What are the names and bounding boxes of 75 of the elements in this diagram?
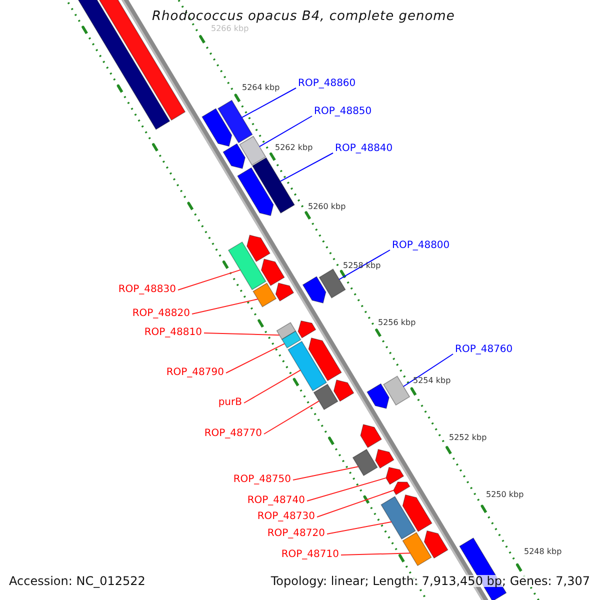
leader-line — [242, 88, 296, 118]
pointed-gene-block — [222, 143, 246, 169]
leader-line — [338, 250, 390, 280]
pointed-gene-block — [402, 494, 432, 532]
gene-block — [313, 384, 338, 410]
leader-line — [280, 152, 334, 182]
gene-block — [352, 448, 378, 476]
gene-block — [252, 157, 295, 214]
gene-block — [383, 376, 410, 406]
gene-block — [252, 282, 277, 308]
pointed-gene-block — [333, 380, 354, 402]
gene-label: ROP_48820 — [132, 309, 190, 319]
leader-line — [259, 116, 312, 148]
tick-label: 5248 kbp — [524, 548, 562, 556]
leader-line — [402, 354, 454, 388]
leader-line — [178, 269, 241, 290]
gene-block — [228, 241, 266, 290]
leader-line — [192, 298, 258, 314]
gene-label: ROP_48750 — [233, 475, 291, 485]
gene-label: ROP_48790 — [166, 368, 224, 378]
gene-label: ROP_48810 — [144, 328, 202, 338]
gene-block — [281, 330, 302, 348]
tick-label: 5262 kbp — [275, 144, 313, 152]
gene-label: ROP_48720 — [267, 529, 325, 539]
gene-label: ROP_48710 — [281, 550, 339, 560]
leader-line — [264, 400, 320, 434]
pointed-gene-block — [308, 338, 342, 382]
accession-text: Accession: NC_012522 — [9, 575, 146, 587]
gene-label: ROP_48840 — [335, 144, 393, 154]
pointed-gene-block — [424, 530, 448, 559]
pointed-gene-block — [360, 424, 382, 448]
leader-line — [292, 466, 359, 480]
tick-label: 5264 kbp — [242, 84, 280, 92]
tick-label: 5256 kbp — [378, 319, 416, 327]
gene-block — [276, 322, 296, 340]
leader-line — [326, 521, 392, 534]
pointed-gene-block — [298, 320, 316, 338]
gene-label: ROP_48830 — [118, 285, 176, 295]
pointed-gene-block — [237, 167, 274, 216]
leader-line — [316, 490, 394, 518]
gene-label: ROP_48800 — [392, 241, 450, 251]
gene-label: purB — [218, 398, 242, 408]
gene-label: ROP_48850 — [314, 107, 372, 117]
pointed-gene-block — [375, 448, 394, 469]
gene-label: ROP_48760 — [455, 345, 513, 355]
title: Rhodococcus opacus B4, complete genome — [152, 10, 455, 23]
tick-label: 5250 kbp — [486, 491, 524, 499]
gene-label: ROP_48770 — [204, 429, 262, 439]
leader-line — [204, 332, 280, 336]
pointed-gene-block — [202, 108, 232, 147]
pointed-gene-block — [302, 276, 326, 304]
gene-block — [218, 100, 253, 144]
tick-label: 5252 kbp — [449, 434, 487, 442]
gene-label: ROP_48740 — [247, 496, 305, 506]
pointed-gene-block — [260, 258, 285, 286]
tick-label: 5260 kbp — [308, 203, 346, 211]
leader-line — [244, 370, 301, 404]
gene-block — [318, 268, 346, 298]
gene-block — [402, 532, 432, 566]
summary-text: Topology: linear; Length: 7,913,450 bp; Genes: 7,307 — [270, 575, 590, 587]
pointed-gene-block — [246, 234, 270, 262]
leader-line — [340, 552, 411, 556]
gene-block — [380, 496, 416, 540]
pointed-gene-block — [366, 383, 390, 409]
tick-label: 5258 kbp — [343, 262, 381, 270]
gene-block — [288, 340, 328, 392]
leader-line — [306, 477, 387, 502]
gene-block — [239, 136, 266, 166]
tick-label: 5266 kbp — [211, 25, 249, 33]
gene-label: ROP_48860 — [298, 79, 356, 89]
gene-label: ROP_48730 — [257, 512, 315, 522]
pointed-gene-block — [386, 466, 404, 485]
pointed-gene-block — [275, 282, 294, 302]
tick-label: 5254 kbp — [413, 377, 451, 385]
leader-line — [226, 343, 285, 374]
